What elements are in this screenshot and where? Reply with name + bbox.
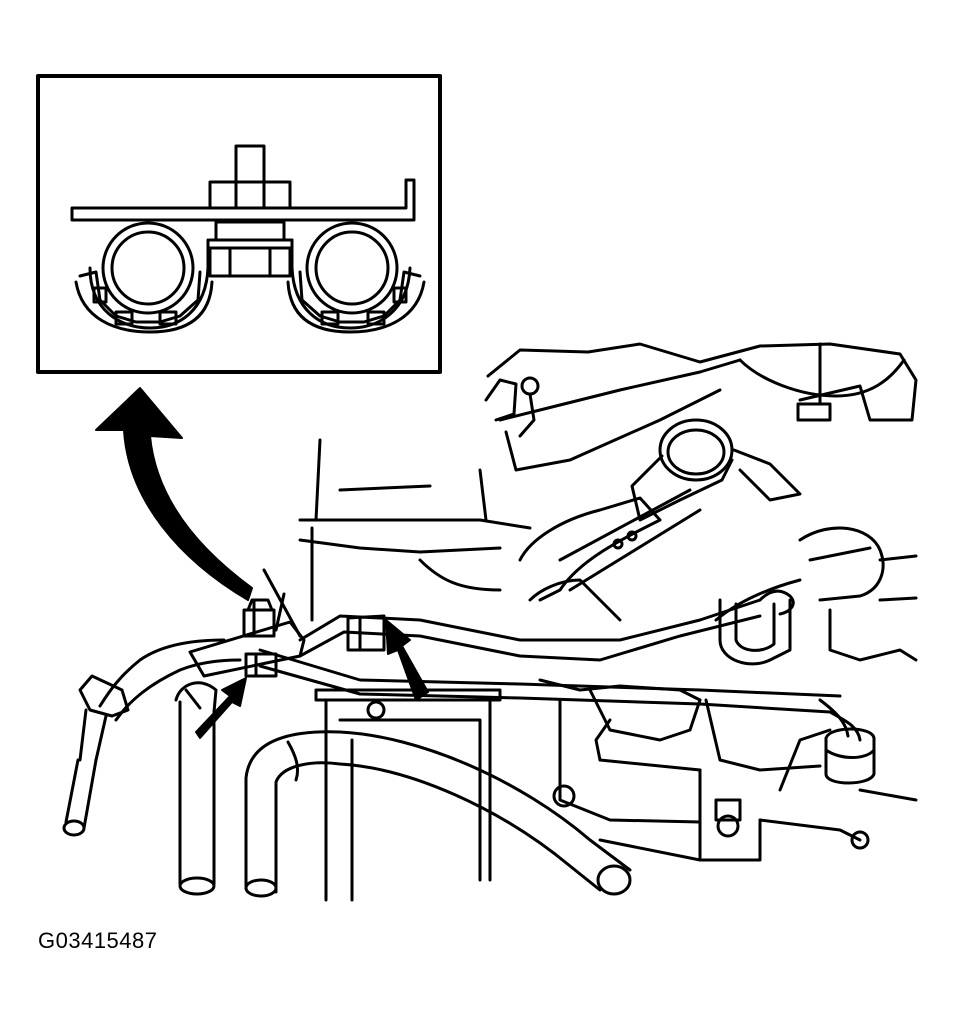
figure-code: G03415487	[38, 928, 158, 953]
lower-nut	[244, 652, 278, 678]
far-left-hose	[62, 638, 242, 837]
heater-tube	[258, 578, 842, 714]
engine-block	[298, 342, 918, 902]
right-hose-clamp	[286, 221, 426, 334]
upper-nut	[242, 598, 276, 638]
hoses	[62, 488, 876, 898]
lower-radiator-hose	[244, 730, 632, 898]
detail-inset	[36, 74, 442, 374]
left-heater-hose	[174, 681, 218, 896]
bolt-nut-stack	[208, 144, 292, 278]
callout-arrow	[95, 387, 253, 601]
pointer-arrow-left	[195, 677, 247, 739]
bracket-bar	[70, 178, 416, 222]
inset-frame	[36, 74, 442, 374]
left-hose-clamp	[74, 221, 214, 334]
mounting-bracket	[188, 568, 386, 678]
pointer-arrow-right	[385, 619, 429, 701]
right-hose-end	[818, 698, 876, 785]
filler-neck	[630, 418, 802, 522]
upper-radiator-hose	[518, 488, 702, 622]
